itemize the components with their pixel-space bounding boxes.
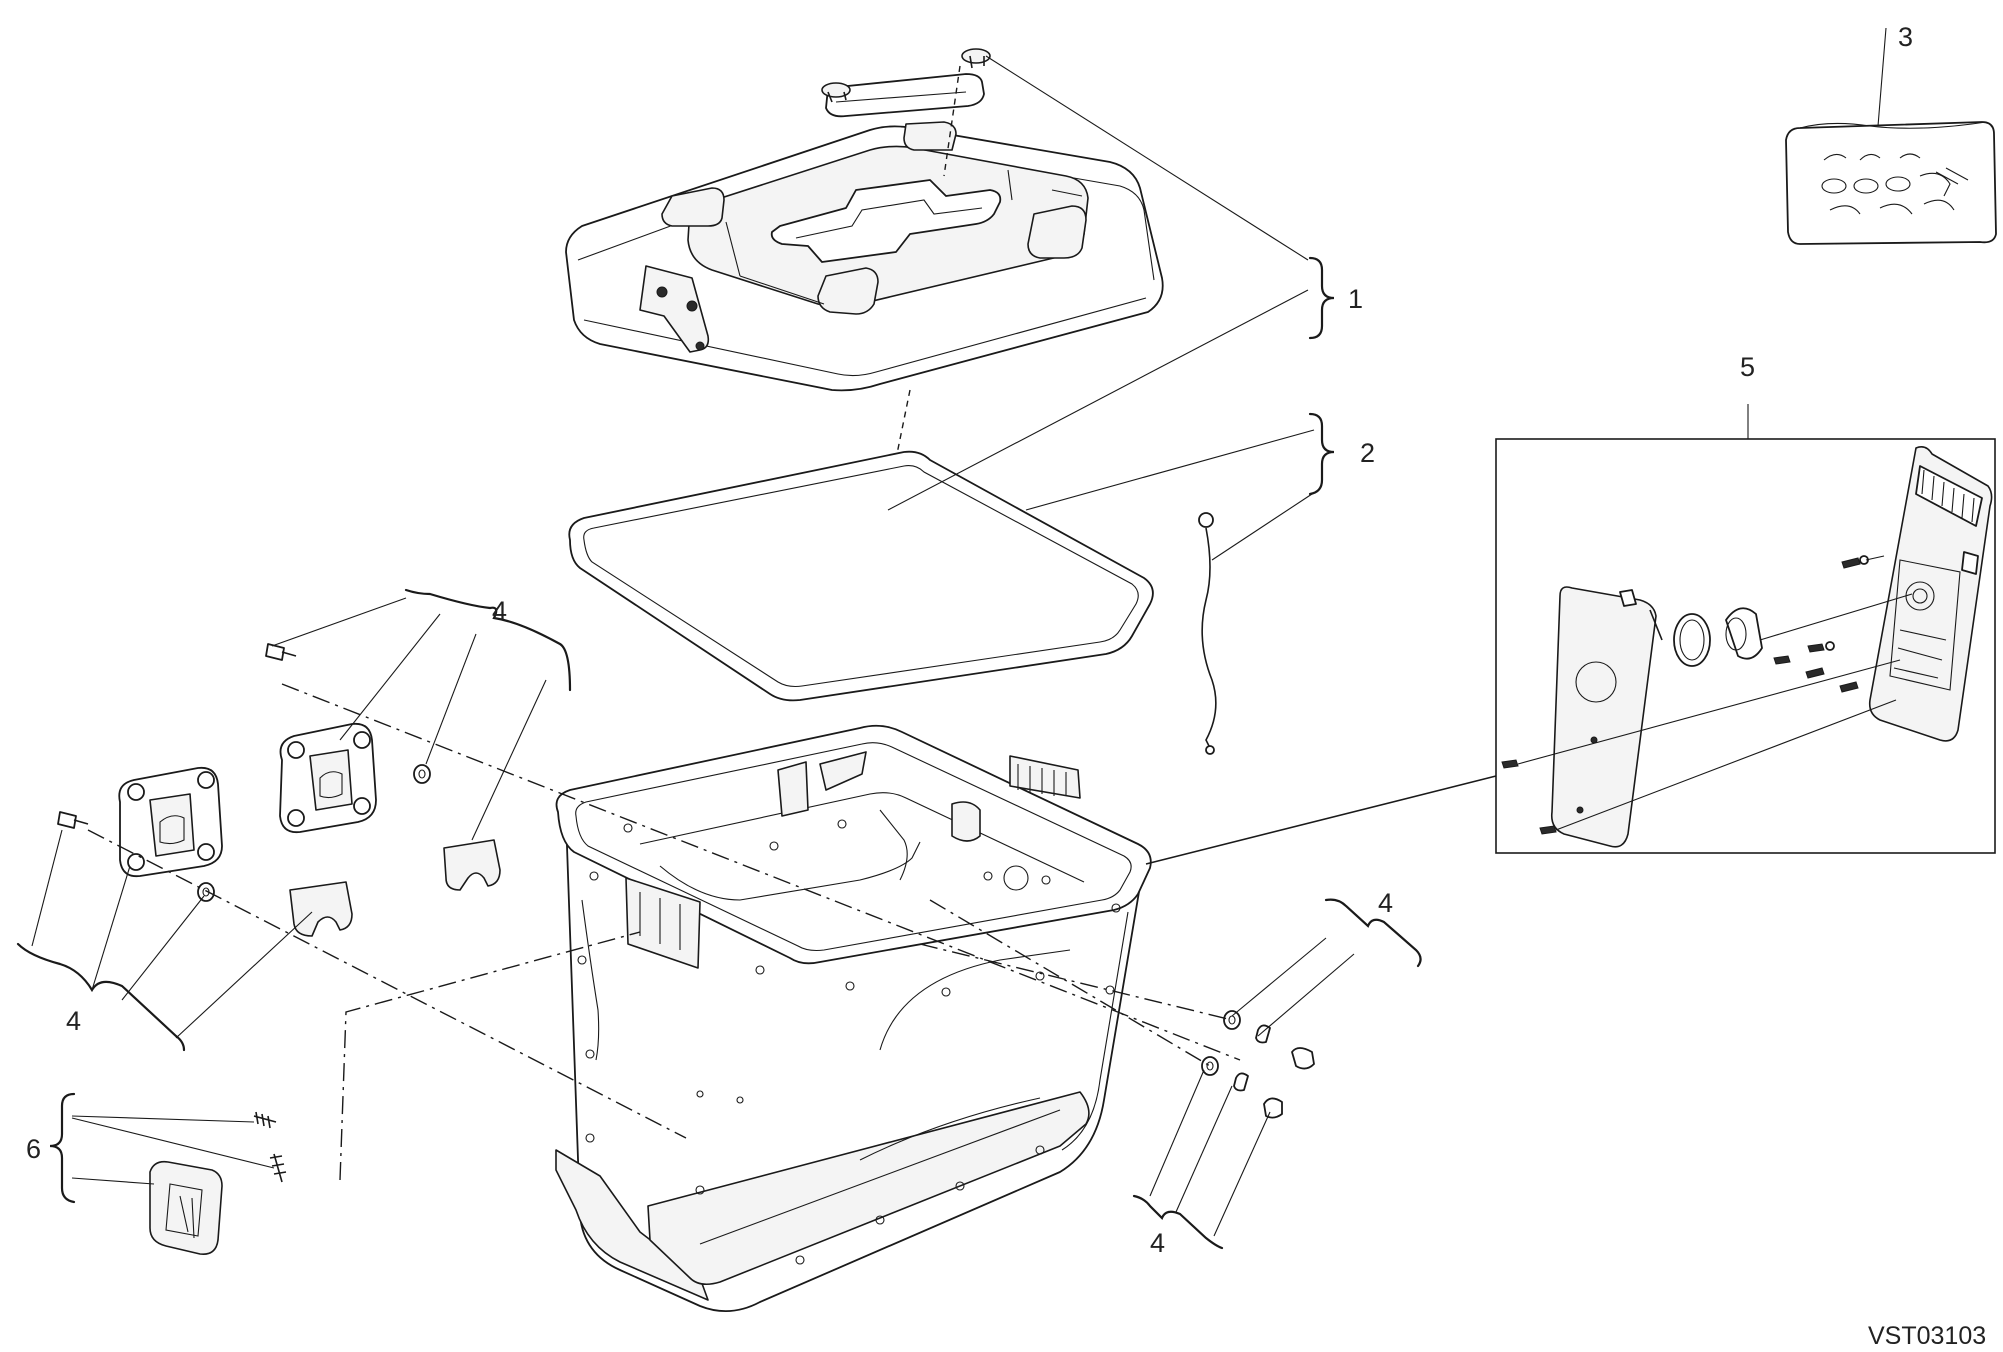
lock-mechanism-detail[interactable] bbox=[1495, 438, 1996, 854]
callout-3: 3 bbox=[1898, 22, 1913, 52]
callout-1: 1 bbox=[1348, 284, 1363, 314]
drawing-code: VST03103 bbox=[1868, 1322, 1986, 1350]
lid-seal-gasket[interactable] bbox=[568, 450, 1154, 702]
leader-lines bbox=[31, 27, 1887, 1237]
callout-6: 6 bbox=[26, 1134, 41, 1164]
callout-5: 5 bbox=[1740, 352, 1755, 382]
callout-4-top: 4 bbox=[492, 596, 507, 626]
pin-set-upper[interactable] bbox=[1223, 1010, 1315, 1070]
callout-4-right-bottom: 4 bbox=[1150, 1228, 1165, 1258]
hinge-plate-set-upper[interactable] bbox=[265, 643, 501, 891]
hinge-plate-set-lower[interactable] bbox=[57, 766, 353, 937]
callout-braces bbox=[16, 256, 1422, 1250]
case-rivets bbox=[577, 819, 1121, 1265]
latch-spring-set[interactable] bbox=[149, 1111, 287, 1256]
hardware-kit-card[interactable] bbox=[1785, 121, 1997, 245]
lid-assembly[interactable] bbox=[565, 48, 1164, 522]
tether-cord[interactable] bbox=[1198, 512, 1217, 755]
pin-set-lower[interactable] bbox=[1201, 1056, 1283, 1119]
callout-4-right-top: 4 bbox=[1378, 888, 1393, 918]
lid-handle[interactable] bbox=[821, 48, 991, 118]
lid-body[interactable] bbox=[565, 121, 1164, 392]
kit-card-contents bbox=[1821, 153, 1969, 215]
callout-4-left: 4 bbox=[66, 1006, 81, 1036]
callout-2: 2 bbox=[1360, 438, 1375, 468]
callout-labels: 1 2 3 4 4 4 4 5 6 VST03103 bbox=[26, 22, 1986, 1350]
case-body[interactable] bbox=[555, 724, 1152, 1313]
